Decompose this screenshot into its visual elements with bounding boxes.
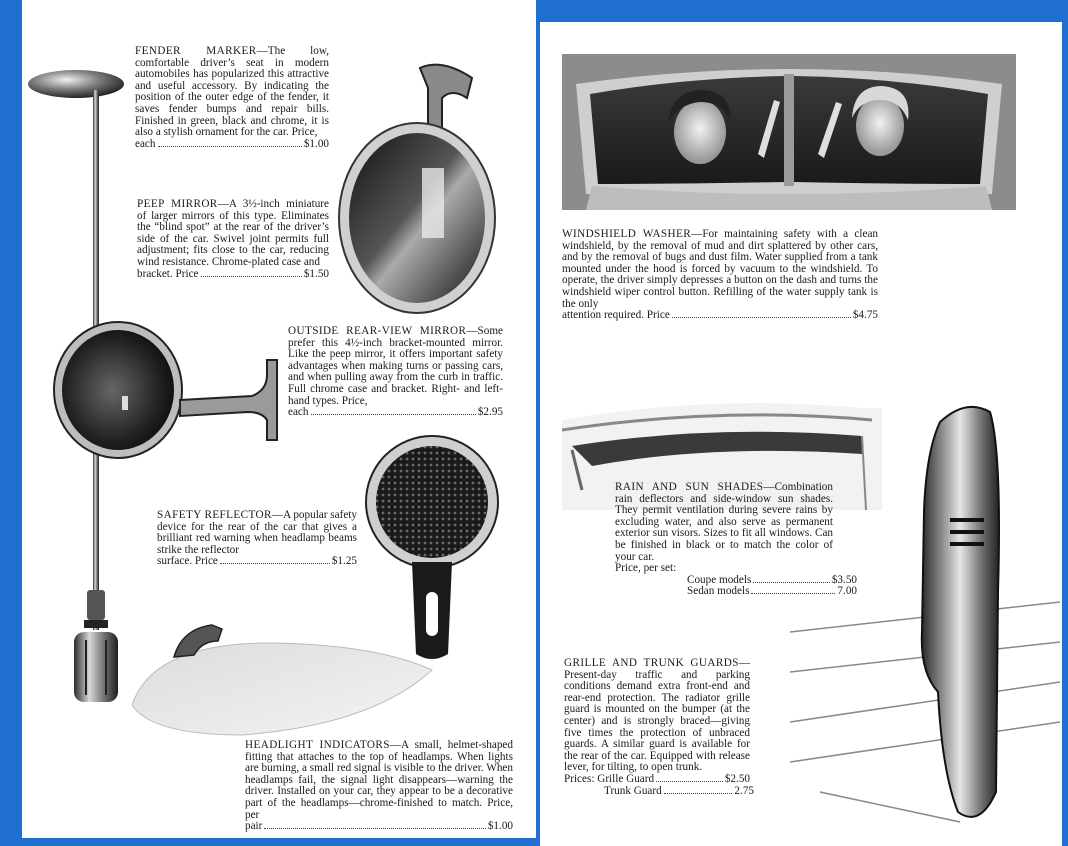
headlight-indicators-description: HEADLIGHT INDICATORS—A small, helmet-sha…	[245, 739, 513, 833]
grille-trunk-guards-description: GRILLE AND TRUNK GUARDS—Present-day traf…	[564, 657, 754, 797]
outside-mirror-title: OUTSIDE REAR-VIEW MIRROR	[288, 325, 467, 337]
price-label: attention required. Price	[562, 309, 670, 322]
rain-sun-shades-price-intro: Price, per set:	[615, 562, 677, 575]
price-value: $1.25	[331, 555, 357, 568]
leader-dots	[264, 827, 486, 830]
price-label: Sedan models	[687, 585, 750, 598]
rain-sun-shades-title: RAIN AND SUN SHADES	[615, 481, 764, 493]
leader-dots	[663, 792, 733, 794]
outside-mirror-image	[53, 321, 278, 459]
safety-reflector-body: —A popular safety device for the rear of…	[157, 509, 358, 556]
price-value: 2.75	[734, 784, 754, 797]
outside-mirror-description: OUTSIDE REAR-VIEW MIRROR—Some prefer thi…	[288, 325, 503, 419]
fender-marker-title: FENDER MARKER	[135, 45, 257, 57]
price-label: pair	[245, 820, 263, 833]
leader-dots	[157, 145, 302, 147]
left-catalog-page: FENDER MARKER—The low, comfortable drive…	[22, 0, 536, 838]
price-label: surface. Price	[157, 555, 218, 568]
grille-guard-price-line: Prices: Grille Guard $2.50	[564, 772, 750, 786]
price-value: 7.00	[837, 585, 857, 598]
price-label: each	[288, 406, 309, 419]
peep-mirror-description: PEEP MIRROR—A 3½-inch miniature of large…	[137, 198, 329, 281]
fender-marker-body: —The low, comfortable driver’s seat in m…	[135, 45, 330, 139]
price-label: each	[135, 137, 156, 150]
headlight-indicators-price-line: pair $1.00	[245, 821, 513, 833]
outside-mirror-price-line: each $2.95	[288, 407, 503, 419]
leader-dots	[656, 780, 723, 782]
price-value: $2.50	[724, 772, 750, 785]
leader-dots	[200, 275, 302, 277]
leader-dots	[671, 316, 851, 319]
price-value: $1.50	[303, 267, 329, 280]
price-label: bracket. Price	[137, 267, 199, 280]
peep-mirror-title: PEEP MIRROR	[137, 198, 218, 210]
peep-mirror-image	[338, 63, 496, 314]
grille-trunk-guards-body: —Present-day traffic and parking conditi…	[564, 657, 750, 774]
price-label: Coupe models	[687, 573, 752, 586]
leader-dots	[310, 413, 476, 416]
headlight-indicators-body: —A small, helmet-shaped fitting that att…	[245, 739, 513, 821]
price-label: Prices: Grille Guard	[564, 772, 655, 785]
coupe-price-line: Coupe models $3.50	[615, 573, 857, 587]
leader-dots	[751, 592, 836, 595]
outside-mirror-body: —Some prefer this 4½-inch bracket-mounte…	[288, 325, 503, 407]
rain-shade-photo	[562, 403, 882, 510]
price-value: $2.95	[477, 406, 503, 419]
rain-sun-shades-body: —Combination rain deflectors and side-wi…	[615, 481, 833, 563]
price-value: $3.50	[831, 573, 857, 586]
sedan-price-line: Sedan models 7.00	[615, 586, 857, 598]
grille-guard-photo	[790, 405, 1060, 823]
price-value: $1.00	[487, 820, 513, 833]
windshield-washer-description: WINDSHIELD WASHER—For maintaining safety…	[562, 228, 878, 322]
right-catalog-page: WINDSHIELD WASHER—For maintaining safety…	[540, 22, 1062, 846]
windshield-washer-title: WINDSHIELD WASHER	[562, 228, 692, 240]
headlight-indicators-title: HEADLIGHT INDICATORS	[245, 739, 390, 751]
price-value: $4.75	[852, 309, 878, 322]
peep-mirror-price-line: bracket. Price $1.50	[137, 267, 329, 281]
grille-trunk-guards-title: GRILLE AND TRUNK GUARDS	[564, 657, 739, 669]
windshield-washer-photo	[562, 54, 1016, 210]
trunk-guard-price-line: Trunk Guard 2.75	[564, 784, 754, 798]
fender-marker-price-line: each $1.00	[135, 137, 329, 151]
fender-marker-description: FENDER MARKER—The low, comfortable drive…	[135, 45, 330, 151]
safety-reflector-price-line: surface. Price $1.25	[157, 556, 357, 568]
safety-reflector-description: SAFETY REFLECTOR—A popular safety device…	[157, 509, 358, 568]
leader-dots	[219, 562, 330, 565]
rain-sun-shades-description: RAIN AND SUN SHADES—Combination rain def…	[615, 481, 857, 598]
safety-reflector-title: SAFETY REFLECTOR	[157, 509, 272, 521]
windshield-washer-price-line: attention required. Price $4.75	[562, 310, 878, 322]
peep-mirror-body: —A 3½-inch miniature of larger mirrors o…	[137, 198, 329, 268]
price-label: Trunk Guard	[604, 784, 662, 797]
headlight-indicator-image	[131, 624, 433, 736]
windshield-washer-body: —For maintaining safety with a clean win…	[562, 228, 878, 310]
safety-reflector-image	[365, 435, 499, 659]
price-value: $1.00	[303, 137, 329, 150]
leader-dots	[753, 581, 830, 583]
